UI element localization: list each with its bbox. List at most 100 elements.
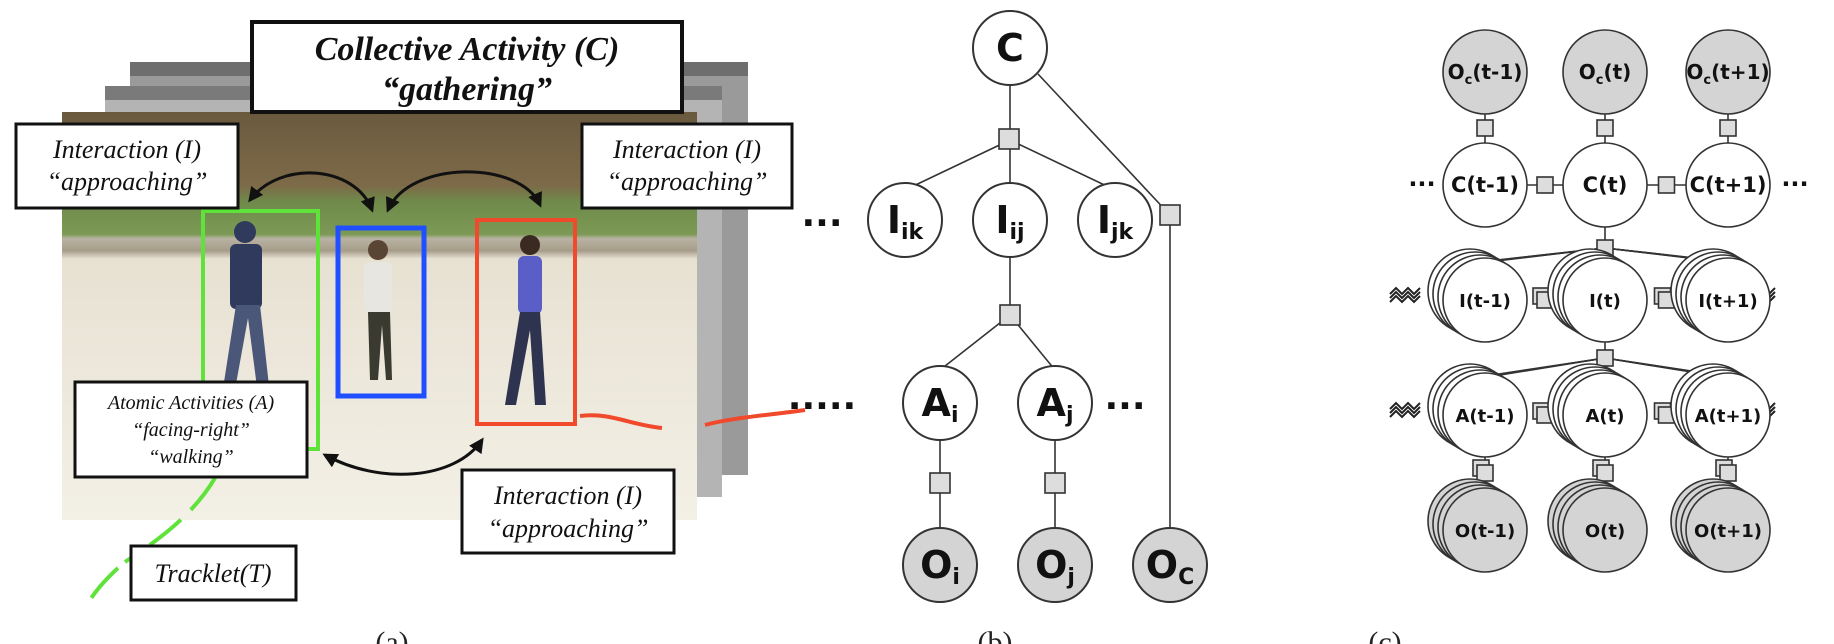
node-i: I(t+1) xyxy=(1670,248,1771,343)
node-iik: Iik xyxy=(867,182,943,258)
node-label: I(t-1) xyxy=(1459,291,1511,312)
interaction-box-left: Interaction (I) “approaching” xyxy=(14,122,240,210)
factor-node xyxy=(1044,472,1066,494)
collective-value: “gathering” xyxy=(382,71,552,108)
node-label: Aj xyxy=(1037,381,1074,428)
red-tracklet xyxy=(579,408,806,430)
factor-node xyxy=(929,472,951,494)
node-label: O(t-1) xyxy=(1455,521,1515,542)
node-label: Ai xyxy=(922,381,959,428)
node-label: Oc(t-1) xyxy=(1448,60,1523,88)
interaction-right-title: Interaction (I) xyxy=(612,135,761,164)
interaction-right-value: “approaching” xyxy=(607,167,768,196)
node-label: O(t) xyxy=(1585,521,1625,542)
node-label: I(t+1) xyxy=(1698,291,1757,312)
person-left xyxy=(222,221,270,395)
node-ijk: Ijk xyxy=(1077,182,1153,258)
node-label: Ijk xyxy=(1097,198,1135,245)
node-oc: Oc(t+1) xyxy=(1685,29,1771,115)
node-label: O(t+1) xyxy=(1694,521,1762,542)
node-label: C(t) xyxy=(1583,173,1628,197)
node-oc: OC xyxy=(1132,527,1208,603)
node-label: Iik xyxy=(887,198,925,245)
node-label: Iij xyxy=(995,198,1024,245)
caption-c: (c) xyxy=(1368,626,1401,644)
node-aj: Aj xyxy=(1017,365,1093,441)
node-c: C(t) xyxy=(1562,142,1648,228)
node-c: C(t-1) xyxy=(1442,142,1528,228)
atomic-value-1: “facing-right” xyxy=(132,419,250,441)
zigzag-connector xyxy=(1389,409,1421,419)
node-c: C(t+1) xyxy=(1685,142,1771,228)
caption-a: (a) xyxy=(375,626,408,644)
interaction-box-bottom: Interaction (I) “approaching” xyxy=(460,468,676,555)
node-label: C(t-1) xyxy=(1451,173,1519,197)
caption-b: (b) xyxy=(978,626,1013,644)
zigzag-connector xyxy=(1389,294,1421,304)
node-c: C xyxy=(972,10,1048,86)
zigzag-connector xyxy=(1389,290,1421,300)
node-label: Oj xyxy=(1035,543,1075,590)
collective-title: Collective Activity (C) xyxy=(315,31,620,68)
collective-activity-box: Collective Activity (C) “gathering” xyxy=(250,20,684,114)
ellipsis-left: ··· xyxy=(1408,170,1435,198)
factor-node xyxy=(1476,119,1494,137)
zigzag-connector xyxy=(1389,286,1421,296)
node-label: OC xyxy=(1146,543,1194,590)
zigzag-connector xyxy=(1389,401,1421,411)
interaction-box-right: Interaction (I) “approaching” xyxy=(580,122,794,210)
atomic-value-2: “walking” xyxy=(148,446,234,468)
node-label: I(t) xyxy=(1589,291,1621,312)
node-oj: Oj xyxy=(1017,527,1093,603)
node-o: O(t-1) xyxy=(1427,478,1528,573)
node-i: I(t) xyxy=(1547,248,1648,343)
factor-node xyxy=(1719,464,1737,482)
person-right xyxy=(505,235,546,405)
arrow-right-interaction xyxy=(385,170,542,213)
factor-node xyxy=(999,304,1021,326)
factor-node xyxy=(1596,464,1614,482)
zigzag-connector xyxy=(1389,405,1421,415)
node-oc: Oc(t-1) xyxy=(1442,29,1528,115)
factor-node xyxy=(1596,119,1614,137)
arrow-bottom-interaction xyxy=(322,437,484,476)
interaction-left-value: “approaching” xyxy=(47,167,208,196)
factor-node xyxy=(1536,176,1554,194)
factor-node xyxy=(1596,349,1614,367)
node-a: A(t-1) xyxy=(1427,363,1528,458)
tracklet-box: Tracklet(T) xyxy=(129,544,298,602)
blue-bounding-box xyxy=(335,225,427,399)
atomic-title: Atomic Activities (A) xyxy=(106,392,275,414)
ellipsis-a-row-left: ····· xyxy=(788,386,856,427)
node-oi: Oi xyxy=(902,527,978,603)
node-a: A(t) xyxy=(1547,363,1648,458)
node-label: C xyxy=(996,26,1024,70)
node-ai: Ai xyxy=(902,365,978,441)
ellipsis-i-row: ··· xyxy=(801,203,842,244)
node-a: A(t+1) xyxy=(1670,363,1771,458)
factor-node xyxy=(1476,464,1494,482)
node-label: A(t) xyxy=(1586,406,1625,427)
node-iij: Iij xyxy=(972,182,1048,258)
panel-c-graph: Oc(t-1) Oc(t) Oc(t+1) C(t-1) C(t) C(t+1) I(t-1… xyxy=(1389,29,1809,573)
node-label: A(t+1) xyxy=(1695,406,1762,427)
factor-node xyxy=(1719,119,1737,137)
node-label: A(t-1) xyxy=(1456,406,1515,427)
node-o: O(t) xyxy=(1547,478,1648,573)
node-label: Oi xyxy=(920,543,960,590)
atomic-activities-box: Atomic Activities (A) “facing-right” “wa… xyxy=(73,380,309,479)
node-oc: Oc(t) xyxy=(1562,29,1648,115)
factor-node xyxy=(998,128,1020,150)
interaction-bottom-value: “approaching” xyxy=(488,514,649,543)
node-label: C(t+1) xyxy=(1690,173,1767,197)
person-center xyxy=(364,240,392,380)
interaction-bottom-title: Interaction (I) xyxy=(493,481,642,510)
node-label: Oc(t) xyxy=(1579,60,1632,88)
ellipsis-a-row-right: ··· xyxy=(1104,386,1145,427)
factor-node xyxy=(1159,204,1181,226)
factor-node xyxy=(1657,176,1676,194)
node-i: I(t-1) xyxy=(1427,248,1528,343)
node-o: O(t+1) xyxy=(1670,478,1771,573)
